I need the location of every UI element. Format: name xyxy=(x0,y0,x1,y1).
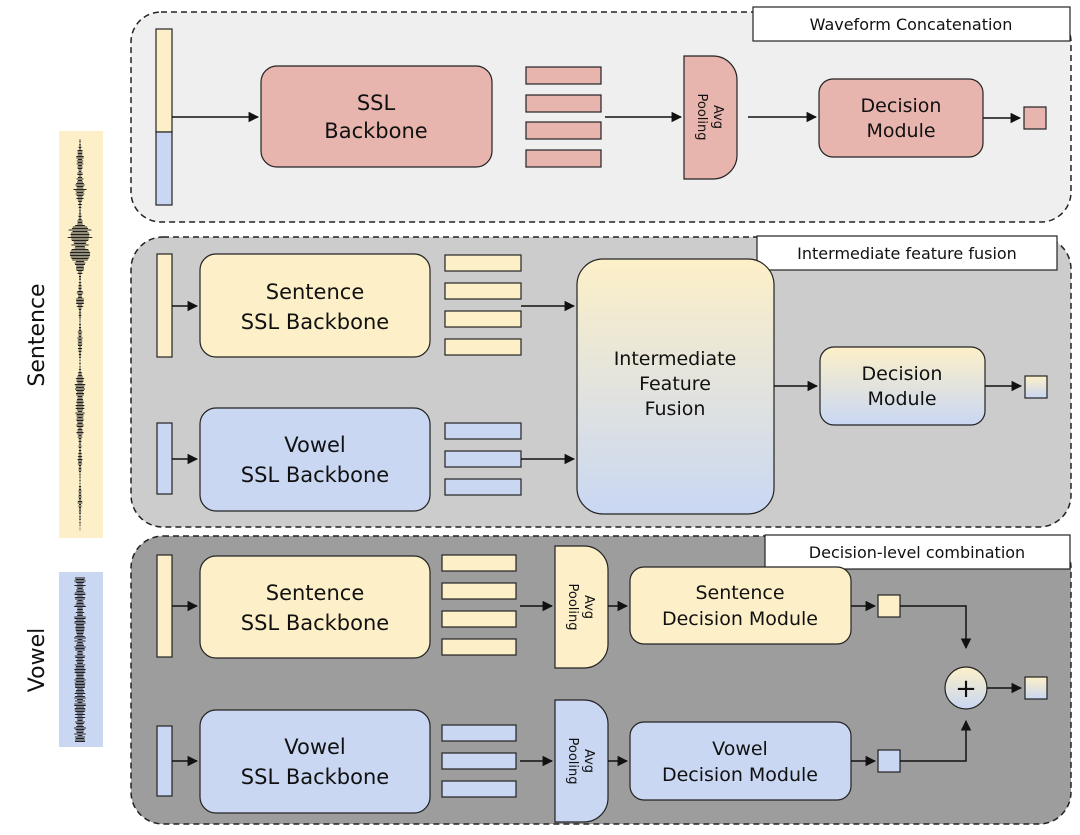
svg-text:Avg: Avg xyxy=(581,749,596,773)
side-label-sentence: Sentence xyxy=(25,283,50,386)
panel-waveform-concatenation: Waveform Concatenation SSL Backbone Avg … xyxy=(130,6,1072,223)
svg-text:Module: Module xyxy=(867,388,936,410)
output-score xyxy=(1023,106,1047,130)
svg-text:Fusion: Fusion xyxy=(645,398,706,420)
vowel-ssl-backbone: Vowel SSL Backbone xyxy=(199,407,431,512)
svg-text:Pooling: Pooling xyxy=(694,94,709,141)
concatenated-input xyxy=(155,28,173,206)
dl-vowel-ssl-backbone: Vowel SSL Backbone xyxy=(199,709,431,814)
dl-vowel-avg-pooling: Avg Pooling xyxy=(554,699,609,823)
sentence-feature-layers xyxy=(444,254,522,356)
svg-text:SSL Backbone: SSL Backbone xyxy=(241,463,389,487)
vowel-waveform xyxy=(59,572,103,747)
svg-text:SSL Backbone: SSL Backbone xyxy=(241,611,389,635)
svg-text:SSL Backbone: SSL Backbone xyxy=(241,310,389,334)
svg-text:Decision Module: Decision Module xyxy=(662,764,818,786)
panel-title-waveform: Waveform Concatenation xyxy=(810,15,1013,34)
svg-text:Sentence: Sentence xyxy=(695,582,784,604)
panel-intermediate-fusion: Intermediate feature fusion Sentence SSL… xyxy=(130,235,1072,528)
intermediate-feature-fusion: Intermediate Feature Fusion xyxy=(576,258,775,515)
dl-sentence-feature-layers xyxy=(441,554,517,656)
svg-text:Sentence: Sentence xyxy=(266,581,365,605)
svg-text:Decision: Decision xyxy=(861,95,942,117)
vowel-decision-module: Vowel Decision Module xyxy=(629,721,852,801)
svg-text:Sentence: Sentence xyxy=(266,280,365,304)
svg-text:+: + xyxy=(955,674,977,704)
vowel-feature-layers xyxy=(444,422,522,496)
sentence-waveform xyxy=(59,131,103,538)
side-label-vowel: Vowel xyxy=(25,628,50,692)
svg-text:Avg: Avg xyxy=(710,105,725,129)
sentence-output-score xyxy=(877,594,901,618)
svg-text:Backbone: Backbone xyxy=(324,119,427,143)
dl-sentence-avg-pooling: Avg Pooling xyxy=(554,545,609,669)
vowel-output-score xyxy=(877,749,901,773)
sentence-ssl-backbone: Sentence SSL Backbone xyxy=(199,253,431,358)
dl-vowel-feature-layers xyxy=(441,724,517,798)
svg-text:Pooling: Pooling xyxy=(565,584,580,631)
sentence-decision-module: Sentence Decision Module xyxy=(629,566,852,645)
svg-text:Vowel: Vowel xyxy=(712,738,768,760)
fusion-output-score xyxy=(1024,375,1048,399)
feature-layers xyxy=(525,66,602,168)
panel-title-decision-level: Decision-level combination xyxy=(809,543,1025,562)
svg-text:SSL: SSL xyxy=(357,91,396,115)
svg-text:Decision Module: Decision Module xyxy=(662,608,818,630)
combined-output-score xyxy=(1024,676,1048,700)
svg-text:SSL Backbone: SSL Backbone xyxy=(241,765,389,789)
panel-decision-level: Decision-level combination Sentence SSL … xyxy=(130,534,1072,825)
svg-text:Vowel: Vowel xyxy=(284,433,346,457)
svg-text:Vowel: Vowel xyxy=(284,735,346,759)
svg-text:Decision: Decision xyxy=(862,363,943,385)
svg-text:Avg: Avg xyxy=(581,595,596,619)
svg-text:Feature: Feature xyxy=(639,373,711,395)
ssl-backbone: SSL Backbone xyxy=(260,65,493,168)
svg-text:Intermediate: Intermediate xyxy=(614,348,737,370)
svg-text:Module: Module xyxy=(866,120,935,142)
svg-text:Pooling: Pooling xyxy=(565,738,580,785)
sum-combiner-icon: + xyxy=(944,666,988,710)
panel-title-intermediate: Intermediate feature fusion xyxy=(797,244,1017,263)
dl-sentence-ssl-backbone: Sentence SSL Backbone xyxy=(199,555,431,659)
avg-pooling: Avg Pooling xyxy=(683,55,738,180)
fusion-decision-module: Decision Module xyxy=(819,346,986,426)
decision-module: Decision Module xyxy=(818,78,984,158)
